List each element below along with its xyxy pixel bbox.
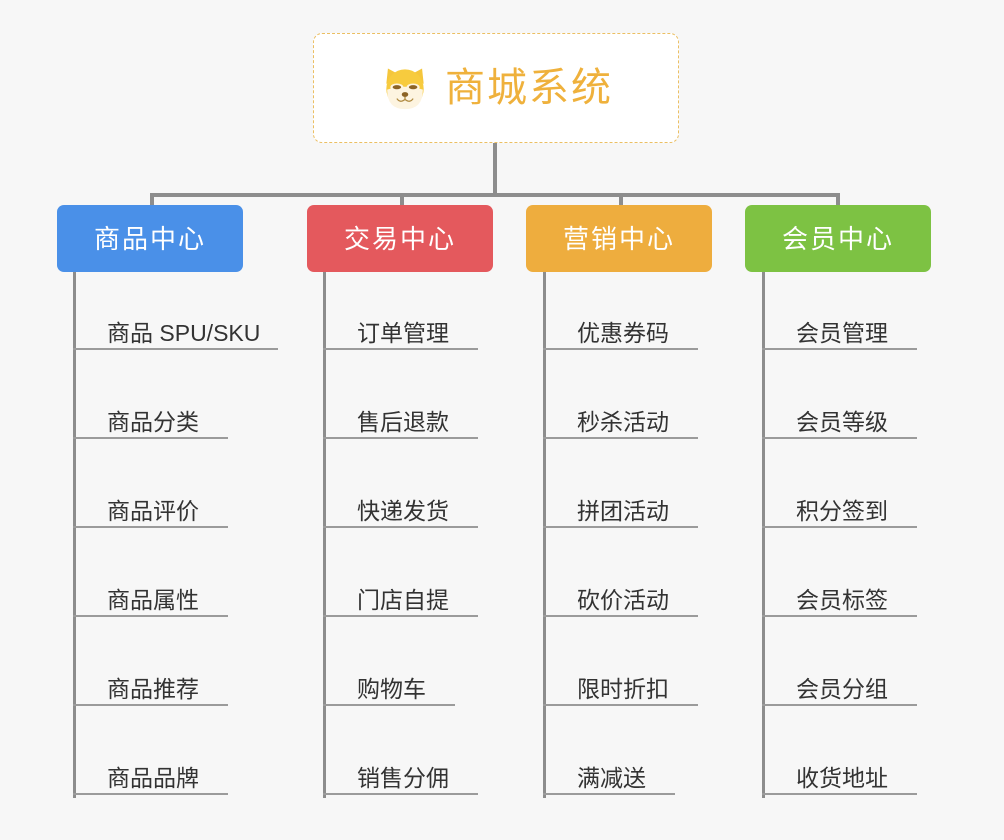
column-spine-3 (543, 272, 546, 798)
leaf-label: 售后退款 (357, 408, 449, 435)
leaf-label: 门店自提 (357, 586, 449, 613)
leaf-label: 限时折扣 (577, 675, 669, 702)
leaf-label: 砍价活动 (577, 586, 669, 613)
leaf-label: 会员等级 (796, 408, 888, 435)
leaf-item-3-5[interactable]: 限时折扣 (543, 654, 698, 706)
leaf-label: 订单管理 (357, 319, 449, 346)
leaf-item-1-1[interactable]: 商品 SPU/SKU (73, 298, 278, 350)
leaf-label: 商品推荐 (107, 675, 199, 702)
leaf-item-3-3[interactable]: 拼团活动 (543, 476, 698, 528)
connector-drop-4 (836, 193, 840, 207)
leaf-item-4-1[interactable]: 会员管理 (762, 298, 917, 350)
leaf-item-4-4[interactable]: 会员标签 (762, 565, 917, 617)
category-label-1: 商品中心 (93, 223, 206, 254)
connector-drop-1 (150, 193, 154, 207)
leaf-item-2-4[interactable]: 门店自提 (323, 565, 478, 617)
leaf-item-4-5[interactable]: 会员分组 (762, 654, 917, 706)
leaf-item-2-2[interactable]: 售后退款 (323, 387, 478, 439)
shiba-dog-icon (386, 68, 424, 110)
column-spine-1 (73, 272, 76, 798)
connector-drop-3 (619, 193, 623, 207)
leaf-label: 商品 SPU/SKU (107, 319, 261, 346)
category-label-4: 会员中心 (781, 223, 894, 254)
leaf-label: 会员分组 (796, 675, 888, 702)
category-node-1[interactable]: 商品中心 (57, 205, 243, 272)
leaf-label: 销售分佣 (357, 764, 449, 791)
column-spine-4 (762, 272, 765, 798)
connector-horizontal-bus (150, 193, 840, 197)
leaf-item-2-6[interactable]: 销售分佣 (323, 743, 478, 795)
leaf-label: 商品品牌 (107, 764, 199, 791)
leaf-item-2-3[interactable]: 快递发货 (323, 476, 478, 528)
leaf-item-1-4[interactable]: 商品属性 (73, 565, 228, 617)
column-spine-2 (323, 272, 326, 798)
leaf-label: 购物车 (357, 675, 426, 702)
category-label-3: 营销中心 (562, 223, 675, 254)
leaf-item-4-6[interactable]: 收货地址 (762, 743, 917, 795)
leaf-item-3-4[interactable]: 砍价活动 (543, 565, 698, 617)
leaf-label: 拼团活动 (577, 497, 669, 524)
category-node-2[interactable]: 交易中心 (307, 205, 493, 272)
root-title: 商城系统 (445, 66, 613, 110)
leaf-item-1-6[interactable]: 商品品牌 (73, 743, 228, 795)
leaf-item-3-6[interactable]: 满减送 (543, 743, 675, 795)
category-node-4[interactable]: 会员中心 (745, 205, 931, 272)
leaf-item-4-2[interactable]: 会员等级 (762, 387, 917, 439)
root-node[interactable]: 商城系统 (313, 33, 679, 143)
leaf-item-1-2[interactable]: 商品分类 (73, 387, 228, 439)
leaf-item-3-1[interactable]: 优惠券码 (543, 298, 698, 350)
category-label-2: 交易中心 (343, 223, 456, 254)
leaf-item-1-3[interactable]: 商品评价 (73, 476, 228, 528)
leaf-label: 满减送 (577, 764, 646, 791)
connector-drop-2 (400, 193, 404, 207)
connector-root-stem (493, 143, 497, 197)
leaf-item-1-5[interactable]: 商品推荐 (73, 654, 228, 706)
leaf-label: 快递发货 (357, 497, 449, 524)
leaf-label: 会员管理 (796, 319, 888, 346)
leaf-item-3-2[interactable]: 秒杀活动 (543, 387, 698, 439)
leaf-label: 商品评价 (107, 497, 199, 524)
leaf-label: 秒杀活动 (577, 408, 669, 435)
category-node-3[interactable]: 营销中心 (526, 205, 712, 272)
leaf-label: 商品分类 (107, 408, 199, 435)
leaf-item-4-3[interactable]: 积分签到 (762, 476, 917, 528)
leaf-item-2-5[interactable]: 购物车 (323, 654, 455, 706)
leaf-label: 商品属性 (107, 586, 199, 613)
leaf-label: 会员标签 (796, 586, 888, 613)
leaf-label: 积分签到 (796, 497, 888, 524)
leaf-label: 优惠券码 (577, 319, 669, 346)
leaf-item-2-1[interactable]: 订单管理 (323, 298, 478, 350)
leaf-label: 收货地址 (796, 764, 888, 791)
